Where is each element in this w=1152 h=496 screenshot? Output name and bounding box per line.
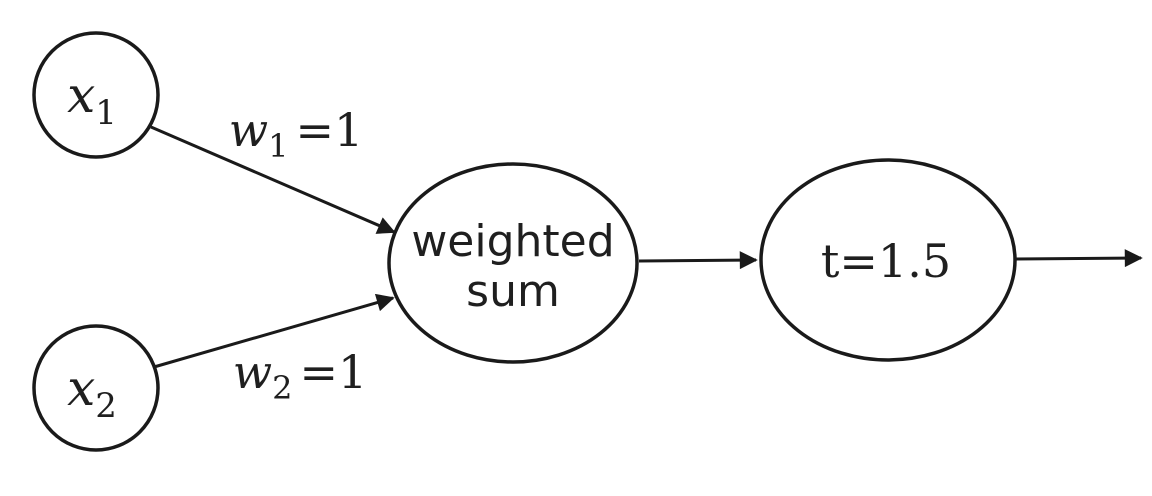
edge-weighted-sum-to-threshold bbox=[638, 251, 758, 270]
input-node-x2 bbox=[32, 324, 160, 452]
input-node-x2-label: x2 bbox=[67, 359, 117, 426]
edge-x2-to-weighted-sum bbox=[153, 293, 395, 369]
threshold-node-label: t=1.5 bbox=[821, 234, 951, 288]
edge-label-w1: w1=1 bbox=[229, 103, 364, 165]
weighted-sum-label-line1: weighted bbox=[411, 216, 614, 267]
weighted-sum-node bbox=[387, 162, 639, 364]
edge-label-w2: w2=1 bbox=[233, 345, 368, 407]
input-node-x1-label: x1 bbox=[67, 66, 117, 133]
input-node-x1 bbox=[32, 31, 160, 159]
edge-threshold-output bbox=[1015, 249, 1143, 268]
edge-x1-to-weighted-sum bbox=[150, 125, 396, 234]
threshold-node bbox=[759, 158, 1017, 362]
weighted-sum-label-line2: sum bbox=[466, 266, 560, 317]
